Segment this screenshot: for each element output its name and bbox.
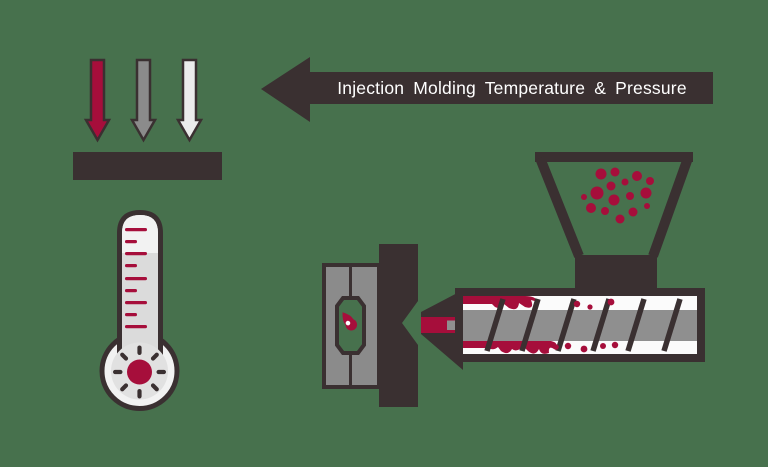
tick-mark [125, 313, 137, 317]
droplet-highlight [345, 320, 351, 326]
banner-label: Injection Molding Temperature & Pressure [337, 78, 687, 98]
screw-flight [555, 298, 577, 352]
hopper-neck [575, 255, 657, 290]
melt-droplets [553, 298, 619, 353]
pellet [610, 167, 620, 177]
hopper [535, 152, 693, 258]
tick-mark [125, 264, 137, 268]
tick-mark [125, 301, 147, 305]
pellet [628, 207, 638, 217]
sun-icon [113, 345, 166, 399]
pellet-group [581, 167, 654, 224]
tube-fill [122, 253, 158, 358]
melt-drop [607, 298, 615, 306]
pressure-plate [73, 152, 222, 180]
screw-flights [484, 298, 683, 352]
melt-drop [564, 342, 572, 350]
sun-ray [120, 352, 129, 361]
tick-mark [125, 277, 147, 281]
tick-mark [125, 228, 147, 232]
screw-flight [484, 298, 506, 352]
pellet [581, 194, 587, 200]
melt-droplet-icon [342, 312, 358, 331]
melt-drop [553, 344, 559, 350]
melt-drop [600, 343, 606, 349]
melt-drop [611, 341, 619, 349]
banner-arrow-icon [261, 57, 713, 122]
sun-rays [113, 345, 166, 399]
pellet [626, 192, 634, 200]
down-arrow-light-icon [175, 58, 204, 143]
sun-ray [137, 389, 142, 399]
sun-ray [156, 369, 166, 375]
sun-ray [113, 369, 123, 375]
droplet-shape [342, 312, 358, 331]
pellet [632, 171, 642, 181]
tick-mark [125, 252, 147, 256]
thermometer [99, 209, 180, 411]
pellet [615, 214, 625, 224]
melt-drop [580, 345, 588, 353]
sun-ray [120, 383, 129, 392]
screw-flight [590, 298, 612, 352]
pellet [606, 181, 616, 191]
hopper-right-wall [648, 156, 693, 258]
screw-flight [661, 298, 683, 352]
tick-mark [125, 289, 137, 293]
platen [379, 244, 418, 407]
down-arrow-red-icon [83, 58, 112, 143]
tick-marks [125, 228, 147, 329]
sun-core [127, 359, 152, 385]
pellet [646, 177, 654, 185]
sun-ray [137, 345, 142, 355]
pellet [586, 203, 596, 213]
injection-machine [322, 152, 705, 407]
melt-drop [587, 304, 593, 310]
down-arrow-gray-icon [129, 58, 158, 143]
pellet [640, 187, 652, 199]
screw-flight [519, 298, 541, 352]
pellet [644, 203, 650, 209]
screw-flight [625, 298, 647, 352]
tick-mark [125, 325, 147, 329]
sun-ray [150, 383, 159, 392]
pellet [621, 178, 629, 186]
sun-ray [150, 352, 159, 361]
hopper-left-wall [535, 156, 584, 258]
left-arrow-shape [261, 57, 713, 122]
melt-drop [573, 300, 581, 308]
tick-mark [125, 240, 137, 244]
pellet [595, 168, 607, 180]
pellet [608, 194, 620, 206]
pressure-arrows-group [83, 58, 204, 143]
pellet [601, 207, 609, 215]
pellet [590, 186, 604, 200]
screw-shaft [463, 310, 697, 341]
